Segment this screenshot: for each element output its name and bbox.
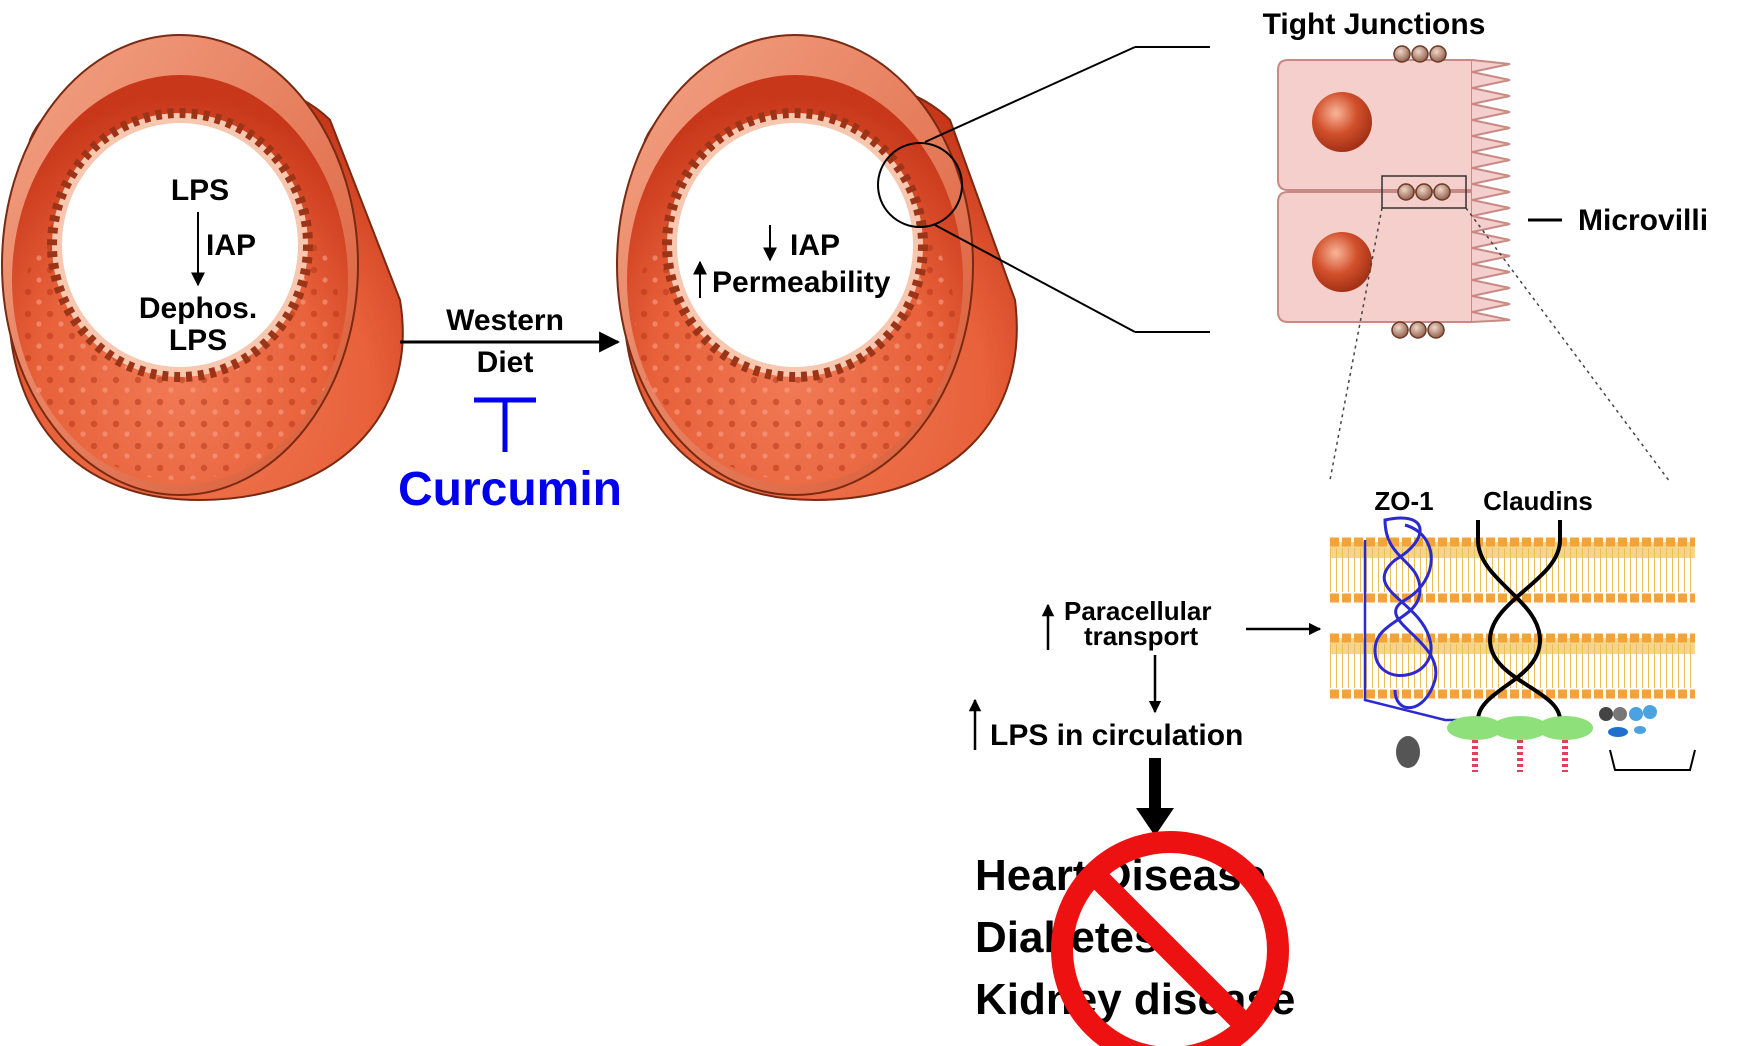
curcumin-inhibition-symbol: [474, 400, 536, 452]
microvilli-label: Microvilli: [1578, 204, 1708, 237]
zo1-label: ZO-1: [1374, 486, 1433, 516]
lower-nucleus: [1312, 232, 1372, 292]
upper-nucleus: [1312, 92, 1372, 152]
tight-junctions-label: Tight Junctions: [1263, 8, 1486, 41]
transport-label: transport: [1084, 621, 1198, 651]
left-intestine-tube: [2, 35, 403, 500]
curcumin-label: Curcumin: [398, 463, 622, 516]
junction-beads-bottom: [1392, 322, 1444, 338]
left-iap-label: IAP: [206, 229, 256, 262]
right-iap-label: IAP: [790, 229, 840, 262]
lower-cell: [1278, 192, 1472, 322]
left-dephos-label: Dephos.: [139, 292, 257, 325]
claudins-label: Claudins: [1483, 486, 1593, 516]
epithelial-cells: [1278, 60, 1510, 322]
left-dephos-lps-label: LPS: [169, 324, 227, 357]
western-label: Western: [446, 304, 564, 337]
permeability-label: Permeability: [712, 266, 891, 299]
upper-cell: [1278, 60, 1472, 190]
zoom-line-top: [925, 47, 1135, 142]
dotted-zoom-right: [1466, 208, 1670, 482]
cytoplasmic-proteins: [1396, 705, 1695, 772]
microvilli-folds: [1472, 60, 1510, 322]
left-lps-label: LPS: [171, 174, 229, 207]
diet-label: Diet: [477, 346, 534, 379]
lps-circulation-label: LPS in circulation: [990, 719, 1243, 752]
junction-beads-top: [1394, 46, 1446, 62]
